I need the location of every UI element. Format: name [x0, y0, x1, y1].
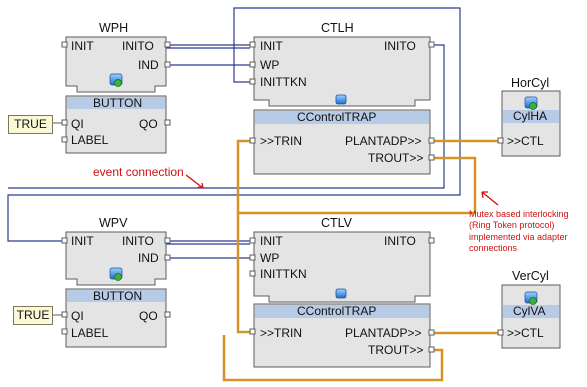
- vercyl-socket-ctl: >>CTL: [507, 326, 544, 340]
- wpv-input-init: INIT: [71, 234, 94, 248]
- ctlv-input-inittkn: INITTKN: [260, 267, 307, 281]
- adapter-ctlv-trout-to-ctlh-trin: [222, 335, 444, 382]
- event-connection-label: event connection: [93, 165, 184, 179]
- block-horcyl[interactable]: [501, 90, 561, 157]
- wph-input-init: INIT: [71, 39, 94, 53]
- gear-icon: [524, 96, 538, 110]
- event-connection-arrow: [185, 174, 204, 189]
- ctlh-output-inito: INITO: [384, 39, 416, 53]
- block-ctlh[interactable]: [253, 36, 431, 175]
- wpv-type: BUTTON: [93, 289, 143, 303]
- block-wpv[interactable]: [65, 231, 167, 348]
- ctlh-plug-plantadp: PLANTADP>>: [345, 134, 422, 148]
- block-ctlh-ports: [249, 41, 435, 161]
- ctlv-input-wp: WP: [260, 251, 280, 265]
- block-vercyl-name: VerCyl: [512, 269, 549, 283]
- wph-adapter-label: LABEL: [71, 133, 109, 147]
- block-wpv-name: WPV: [99, 216, 128, 230]
- wph-adapter-qi: QI: [71, 117, 84, 131]
- horcyl-type: CylHA: [513, 109, 548, 123]
- ctlh-plug-trout: TROUT>>: [368, 151, 424, 165]
- vercyl-socket-port: [497, 329, 504, 336]
- block-ctlv[interactable]: [253, 231, 431, 368]
- gear-icon: [109, 73, 123, 87]
- ctlh-socket-trin: >>TRIN: [260, 134, 303, 148]
- wpv-adapter-label: LABEL: [71, 326, 109, 340]
- wph-adapter-qo: QO: [139, 117, 158, 131]
- block-ctlv-ports: [249, 237, 435, 353]
- chip-icon: [335, 288, 347, 299]
- vercyl-type: CylVA: [513, 304, 546, 318]
- adapter-ctlh-trout-to-ctlv-trin: [236, 156, 477, 334]
- mutex-annotation: Mutex based interlocking (Ring Token pro…: [469, 209, 584, 254]
- gear-icon: [109, 267, 123, 281]
- ctlv-plug-plantadp: PLANTADP>>: [345, 326, 422, 340]
- mutex-annotation-line-3: implemented via adapter: [469, 231, 568, 242]
- wpv-adapter-qi: QI: [71, 309, 84, 323]
- wire-ctlh-initttkn-loop: [7, 7, 461, 242]
- ctlv-input-init: INIT: [260, 234, 283, 248]
- horcyl-socket-ctl: >>CTL: [507, 134, 544, 148]
- block-wph-name: WPH: [99, 21, 129, 35]
- block-wph-ports: [61, 41, 171, 143]
- ctlv-output-inito: INITO: [384, 234, 416, 248]
- mutex-arrow: [481, 191, 499, 206]
- ctlv-socket-trin: >>TRIN: [260, 326, 303, 340]
- wpv-output-inito: INITO: [122, 234, 154, 248]
- wph-output-ind: IND: [138, 58, 159, 72]
- mutex-annotation-line-4: connections: [469, 242, 518, 253]
- ctlh-input-init: INIT: [260, 39, 283, 53]
- adapter-ctlv-trout-loop: [236, 139, 250, 213]
- chip-icon: [335, 94, 347, 105]
- block-vercyl[interactable]: [501, 284, 561, 349]
- block-wpv-ports: [61, 237, 171, 335]
- horcyl-socket-port: [497, 137, 504, 144]
- wph-type: BUTTON: [93, 96, 143, 110]
- wpv-output-ind: IND: [138, 251, 159, 265]
- ctlv-plug-trout: TROUT>>: [368, 343, 424, 357]
- ctlv-type: CControlTRAP: [297, 304, 377, 318]
- block-horcyl-name: HorCyl: [511, 76, 550, 90]
- constant-true-wpv-qi[interactable]: TRUE: [13, 306, 53, 325]
- ctlh-input-inittkn: INITTKN: [260, 75, 307, 89]
- block-ctlh-name: CTLH: [321, 21, 354, 35]
- gear-icon: [524, 291, 538, 305]
- mutex-annotation-line-1: Mutex based interlocking: [469, 209, 569, 219]
- wpv-adapter-qo: QO: [139, 309, 158, 323]
- constant-true-wph-qi[interactable]: TRUE: [8, 115, 53, 134]
- ctlh-type: CControlTRAP: [297, 110, 377, 124]
- wph-output-inito: INITO: [122, 39, 154, 53]
- block-wph[interactable]: [65, 36, 167, 154]
- block-ctlv-name: CTLV: [321, 216, 353, 230]
- mutex-annotation-line-2: (Ring Token protocol): [469, 220, 555, 231]
- ctlh-input-wp: WP: [260, 58, 280, 72]
- wire-ctlh-inito-to-horiz: [8, 44, 445, 189]
